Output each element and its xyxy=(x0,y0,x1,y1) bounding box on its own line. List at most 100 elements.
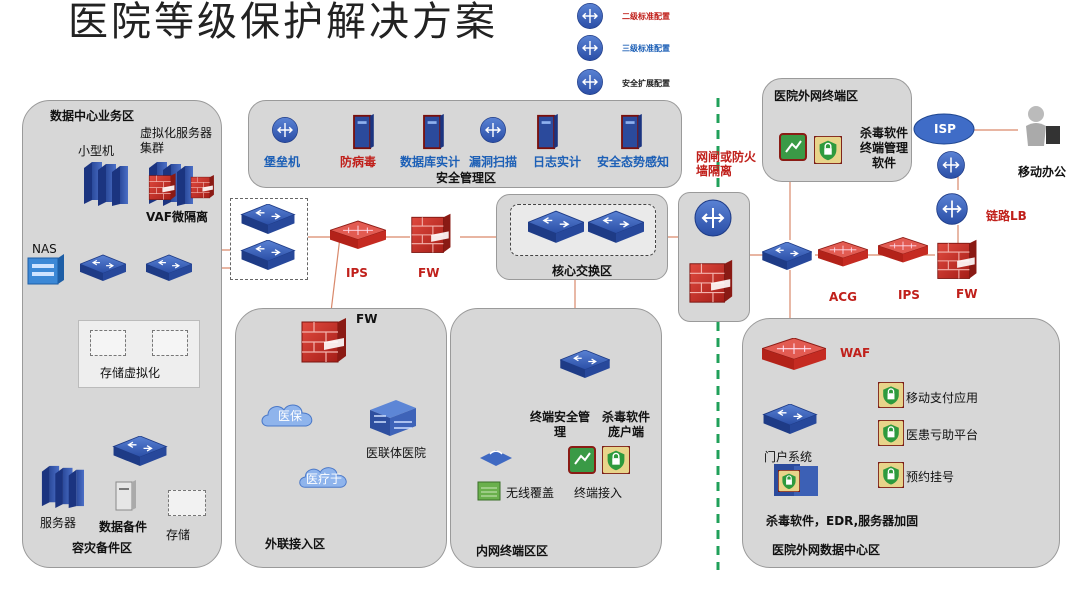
appointment-label: 预约挂号 xyxy=(906,470,955,484)
vaf-firewall-icon-2 xyxy=(190,172,216,202)
link-lb-label: 链路LB xyxy=(986,209,1027,223)
fw-label: FW xyxy=(418,266,440,280)
hospital-label: 医联体医院 xyxy=(366,446,427,460)
vaf-firewall-icon xyxy=(148,172,178,202)
ips-label: IPS xyxy=(346,266,368,280)
extranet-fw-label: FW xyxy=(356,312,378,326)
legend-level2: 二级标准配置 xyxy=(622,12,670,21)
disaster-server-icon xyxy=(38,464,86,508)
terminal-access-label: 终端接入 xyxy=(574,486,623,500)
wireless-label: 无线覆盖 xyxy=(506,486,555,500)
storage-virtual-label: 存储虚拟化 xyxy=(100,366,161,380)
insurance-label: 医保 xyxy=(278,409,303,423)
minicomputer-label: 小型机 xyxy=(78,144,115,158)
gatekeeper-firewall-icon xyxy=(688,258,736,306)
antivirus-tower-icon xyxy=(352,114,374,150)
fw-icon xyxy=(410,212,454,256)
outer-antivirus-shield-icon xyxy=(814,136,842,164)
core-switch-right-icon xyxy=(588,210,644,244)
disaster-switch-icon xyxy=(112,436,168,466)
nas-label: NAS xyxy=(32,242,57,256)
access-switch-bottom-icon xyxy=(240,240,296,270)
waf-label: WAF xyxy=(840,346,871,360)
security-mgmt-zone xyxy=(248,100,682,188)
portal-label: 门户系统 xyxy=(764,450,813,464)
hospital-building-icon xyxy=(366,396,420,436)
outer-datacenter-zone-label: 医院外网数据中心区 xyxy=(772,543,881,557)
dc-switch-right-icon xyxy=(146,254,192,282)
storage-label: 存储 xyxy=(166,528,191,542)
outer-dc-footer-label: 杀毒软件，EDR,服务器加固 xyxy=(766,514,919,528)
outer-switch-icon xyxy=(762,242,812,270)
outer-terminal-zone-label: 医院外网终端区 xyxy=(774,89,859,103)
vaf-label: VAF微隔离 xyxy=(146,210,208,224)
waf-icon xyxy=(762,338,826,370)
acg-icon xyxy=(818,240,868,268)
outer-fw-icon xyxy=(936,238,980,282)
intranet-terminal-zone xyxy=(450,308,662,568)
disaster-storage-icon xyxy=(168,490,206,516)
antivirus-client-label: 杀毒软件庞户端 xyxy=(601,410,650,439)
outer-terminal-mgmt-icon xyxy=(778,132,808,164)
server-label: 服务器 xyxy=(40,516,77,530)
extranet-fw-icon xyxy=(300,316,350,366)
mobile-pay-shield-icon xyxy=(878,382,904,408)
portal-shield-icon xyxy=(778,470,800,492)
mobile-pay-label: 移动支付应用 xyxy=(906,391,979,405)
storage-disk-icon xyxy=(90,330,126,356)
log-audit-label: 日志实计 xyxy=(533,155,582,169)
minicomputer-server-icon xyxy=(80,160,130,206)
page-title: 医院等级保护解决方案 xyxy=(68,0,498,45)
log-audit-tower-icon xyxy=(536,114,558,150)
nas-storage-icon xyxy=(26,254,64,286)
wireless-ap-icon xyxy=(476,446,516,470)
dc-switch-left-icon xyxy=(80,254,126,282)
terminal-mgmt-icon xyxy=(568,446,596,474)
outer-terminal-zone xyxy=(762,78,912,182)
db-audit-label: 数据库实计 xyxy=(400,155,461,169)
extranet-zone-label: 外联接入区 xyxy=(265,537,326,551)
data-backup-icon xyxy=(114,480,136,512)
mobile-user-icon xyxy=(1018,104,1064,156)
wireless-coverage-icon xyxy=(476,480,502,502)
virtual-cluster-label: 虚拟化服务器集群 xyxy=(140,126,213,155)
data-backup-label: 数据备件 xyxy=(99,520,148,534)
ips-icon xyxy=(330,220,386,250)
outer-ips-icon xyxy=(878,236,928,264)
isp-cloud-icon xyxy=(912,112,976,146)
antivirus-shield-icon xyxy=(602,446,630,474)
appointment-shield-icon xyxy=(878,462,904,488)
patient-platform-shield-icon xyxy=(878,420,904,446)
intranet-terminal-zone-label: 内网终端区区 xyxy=(476,544,549,558)
core-switch-left-icon xyxy=(528,210,584,244)
patient-platform-label: 医患亏助平台 xyxy=(906,428,979,442)
antivirus-label: 防病毒 xyxy=(340,155,377,169)
bastion-host-icon xyxy=(268,116,302,144)
medical-label: 医疗于 xyxy=(306,472,343,486)
outer-antivirus-label: 杀毒软件终端管理软件 xyxy=(859,126,908,170)
gatekeeper-router-icon xyxy=(688,198,738,238)
db-audit-tower-icon xyxy=(422,114,444,150)
vuln-scan-label: 漏洞扫描 xyxy=(469,155,518,169)
datacenter-zone-label: 数据中心业务区 xyxy=(50,109,135,123)
situation-awareness-tower-icon xyxy=(620,114,642,150)
situation-awareness-label: 安全态势感知 xyxy=(597,155,670,169)
access-switch-top-icon xyxy=(240,204,296,234)
outer-ips-label: IPS xyxy=(898,288,920,302)
security-mgmt-zone-label: 安全管理区 xyxy=(436,171,497,185)
gatekeeper-label: 网闸或防火墙隔离 xyxy=(696,150,757,178)
bastion-host-label: 堡垒机 xyxy=(264,155,301,169)
terminal-mgmt-label: 终端安全管理 xyxy=(530,410,591,439)
portal-switch-icon xyxy=(762,404,818,434)
disaster-zone-label: 容灾备件区 xyxy=(72,541,133,555)
outer-fw-label: FW xyxy=(956,287,978,301)
core-zone-label: 核心交换区 xyxy=(552,264,613,278)
legend-extension: 安全扩展配置 xyxy=(622,79,670,88)
isp-label: ISP xyxy=(934,122,956,136)
isp-router-icon xyxy=(934,150,968,180)
intranet-switch-icon xyxy=(560,350,610,378)
link-lb-router-icon xyxy=(930,192,974,226)
storage-disk-icon-2 xyxy=(152,330,188,356)
legend-level3: 三级标准配置 xyxy=(622,44,670,53)
mobile-office-label: 移动办公 xyxy=(1018,165,1067,179)
